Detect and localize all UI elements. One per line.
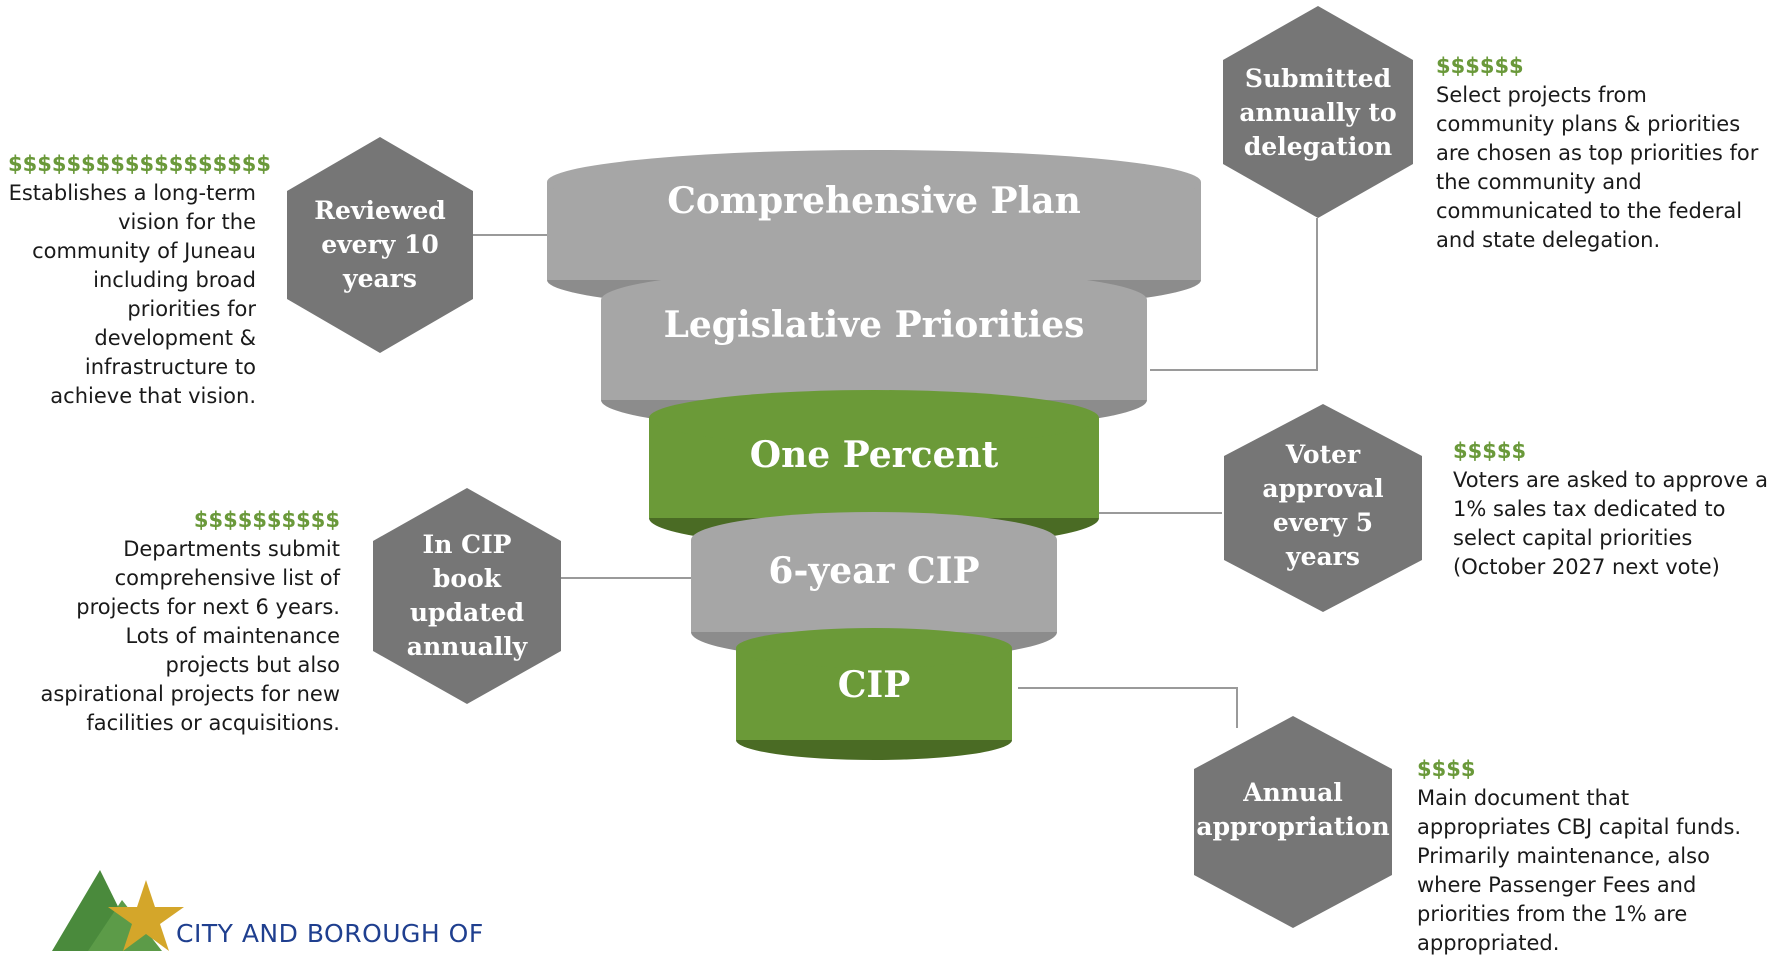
text-onepercent: Voters are asked to approve a 1% sales t… [1453, 468, 1768, 579]
hex-label-voter: Voter approval every 5 years [1262, 440, 1384, 571]
tier-label-one-percent: One Percent [749, 434, 999, 476]
cost-sixyear: $$$$$$$$$$ [193, 508, 340, 532]
text-sixyear: Departments submit comprehensive list of… [40, 537, 340, 735]
text-comprehensive: Establishes a long-term vision for the c… [8, 181, 256, 408]
cost-comprehensive: $$$$$$$$$$$$$$$$$$ [8, 152, 272, 176]
tier-label-legislative-priorities: Legislative Priorities [663, 304, 1085, 346]
tier-cip [736, 628, 1012, 760]
logo-text: CITY AND BOROUGH OF [176, 919, 484, 948]
cost-cip: $$$$ [1417, 757, 1476, 781]
hexagon-reviewed [287, 137, 473, 353]
hexagon-submitted [1223, 6, 1413, 218]
hex-label-submitted: Submitted annually to delegation [1239, 64, 1397, 161]
note-legislative: $$$$$$ Select projects from community pl… [1436, 52, 1766, 255]
hexagon-annual [1194, 716, 1392, 928]
tier-label-comprehensive-plan: Comprehensive Plan [667, 180, 1081, 222]
tier-label-6-year-cip: 6-year CIP [768, 550, 980, 592]
note-onepercent: $$$$$ Voters are asked to approve a 1% s… [1453, 437, 1769, 582]
hexagon-cipbook [373, 488, 561, 704]
hex-label-cipbook: In CIP book updated annually [406, 530, 528, 661]
note-cip: $$$$ Main document that appropriates CBJ… [1417, 755, 1747, 958]
text-cip: Main document that appropriates CBJ capi… [1417, 786, 1742, 955]
note-sixyear: $$$$$$$$$$ Departments submit comprehens… [40, 506, 340, 738]
hexagon-voter [1224, 404, 1422, 612]
logo-mountains [52, 870, 184, 951]
text-legislative: Select projects from community plans & p… [1436, 83, 1759, 252]
hex-label-annual: Annual appropriation [1196, 778, 1390, 841]
tier-label-cip: CIP [837, 664, 911, 706]
hex-label-reviewed: Reviewed every 10 years [314, 196, 446, 293]
connector-legislative [1150, 218, 1318, 371]
note-comprehensive: $$$$$$$$$$$$$$$$$$ Establishes a long-te… [8, 150, 272, 411]
connector-cip [1018, 687, 1238, 728]
cost-legislative: $$$$$$ [1436, 54, 1524, 78]
cost-onepercent: $$$$$ [1453, 439, 1527, 463]
